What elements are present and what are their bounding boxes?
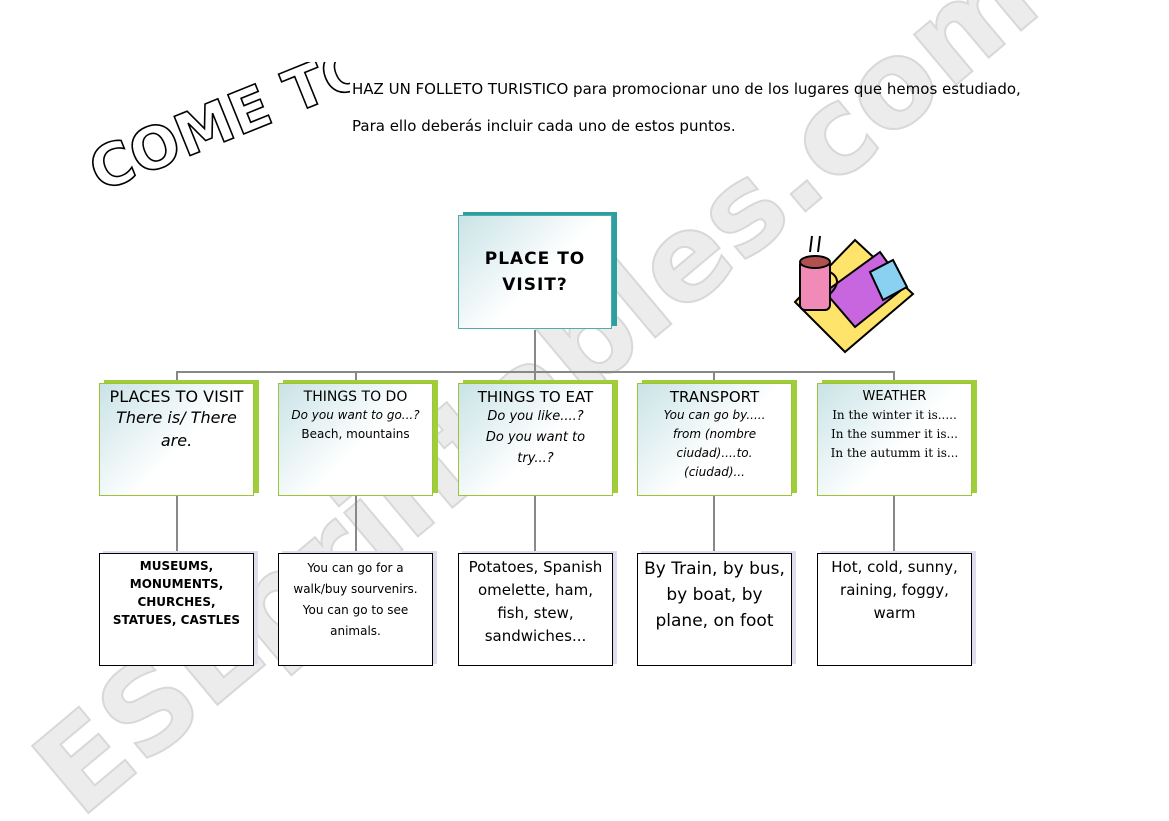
- connector-answer: [176, 496, 178, 553]
- answer-line: sandwiches...: [484, 627, 587, 645]
- category-line: In the autumm it is...: [830, 446, 959, 460]
- connector-down: [713, 371, 715, 383]
- category-line: from (nombre: [672, 427, 757, 441]
- answer-line: Hot, cold, sunny,: [831, 558, 958, 576]
- answer-line: You can go to see: [302, 603, 409, 617]
- category-line: are.: [160, 431, 193, 450]
- connector-answer: [713, 496, 715, 553]
- root-node: PLACE TO VISIT?: [458, 215, 612, 329]
- connector-answer: [355, 496, 357, 553]
- answer-transport: By Train, by bus, by boat, by plane, on …: [637, 553, 792, 666]
- category-line: (ciudad)...: [684, 465, 745, 479]
- answer-line: warm: [873, 604, 916, 622]
- answer-line: CHURCHES,: [137, 595, 216, 609]
- category-line: You can go by.....: [663, 408, 766, 422]
- come-to-logo: COME TO...!: [80, 62, 350, 202]
- answer-line: walk/buy sourvenirs.: [293, 582, 418, 596]
- category-transport: TRANSPORT You can go by..... from (nombr…: [637, 383, 792, 496]
- answer-line: MUSEUMS,: [139, 559, 214, 573]
- answer-line: Potatoes, Spanish: [468, 558, 603, 576]
- connector-answer: [534, 496, 536, 553]
- root-label: PLACE TO VISIT?: [484, 249, 586, 295]
- category-line: In the winter it is.....: [832, 408, 957, 422]
- answer-weather: Hot, cold, sunny, raining, foggy, warm: [817, 553, 972, 666]
- answer-line: raining, foggy,: [840, 581, 949, 599]
- category-things-to-eat: THINGS TO EAT Do you like....? Do you wa…: [458, 383, 613, 496]
- answer-line: plane, on foot: [655, 611, 774, 631]
- category-heading: THINGS TO DO: [303, 389, 408, 405]
- category-line: Beach, mountains: [301, 427, 410, 441]
- answer-line: By Train, by bus,: [644, 559, 785, 579]
- connector-answer: [893, 496, 895, 553]
- instruction-line-2: Para ello deberás incluir cada uno de es…: [352, 117, 736, 135]
- coffee-paper-clipart: [793, 235, 915, 354]
- category-line: In the summer it is...: [831, 427, 958, 441]
- connector-down: [355, 371, 357, 383]
- category-line: Do you want to: [485, 430, 586, 445]
- category-heading: THINGS TO EAT: [477, 388, 594, 406]
- category-line: try...?: [517, 451, 554, 466]
- connector-root: [534, 330, 536, 372]
- category-heading: TRANSPORT: [669, 388, 760, 406]
- answer-line: STATUES, CASTLES: [112, 613, 241, 627]
- answer-line: animals.: [330, 624, 381, 638]
- logo-text: COME TO...!: [80, 62, 350, 202]
- category-line: There is/ There: [116, 408, 237, 427]
- category-weather: WEATHER In the winter it is..... In the …: [817, 383, 972, 496]
- connector-down: [176, 371, 178, 383]
- instruction-line-1: HAZ UN FOLLETO TURISTICO para promociona…: [352, 80, 1021, 98]
- connector-down: [534, 371, 536, 383]
- answer-things-to-eat: Potatoes, Spanish omelette, ham, fish, s…: [458, 553, 613, 666]
- category-places-to-visit: PLACES TO VISIT There is/ There are.: [99, 383, 254, 496]
- category-things-to-do: THINGS TO DO Do you want to go...? Beach…: [278, 383, 433, 496]
- category-heading: WEATHER: [862, 389, 927, 404]
- answer-things-to-do: You can go for a walk/buy sourvenirs. Yo…: [278, 553, 433, 666]
- answer-places: MUSEUMS, MONUMENTS, CHURCHES, STATUES, C…: [99, 553, 254, 666]
- category-line: Do you want to go...?: [291, 408, 420, 422]
- answer-line: omelette, ham,: [477, 581, 594, 599]
- answer-line: by boat, by: [666, 585, 763, 605]
- category-line: ciudad)....to.: [676, 446, 753, 460]
- answer-line: You can go for a: [307, 561, 404, 575]
- category-line: Do you like....?: [487, 409, 584, 424]
- answer-line: fish, stew,: [497, 604, 574, 622]
- answer-line: MONUMENTS,: [129, 577, 224, 591]
- connector-down: [893, 371, 895, 383]
- category-heading: PLACES TO VISIT: [109, 387, 244, 406]
